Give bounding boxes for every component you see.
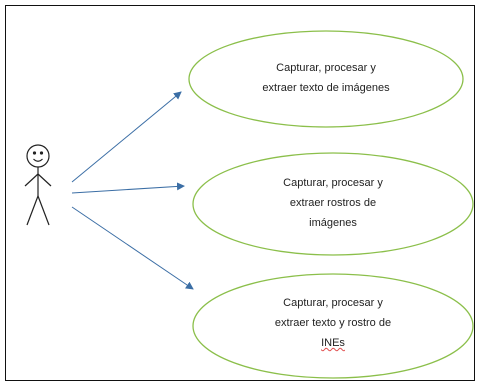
use-case-1-line-1: Capturar, procesar y xyxy=(276,62,376,74)
use-case-ellipse-2 xyxy=(192,152,474,256)
use-case-2-line-3: imágenes xyxy=(309,217,357,229)
actor-leg-right xyxy=(37,195,50,226)
use-case-ellipse-1 xyxy=(188,30,464,128)
actor-head xyxy=(26,144,50,168)
actor-eye-left xyxy=(32,151,37,155)
use-case-ellipse-3 xyxy=(192,273,474,379)
association-arrow-1 xyxy=(71,91,182,183)
actor-arm-left xyxy=(24,173,39,187)
actor-stick-figure-icon xyxy=(24,144,52,226)
actor-leg-left xyxy=(26,195,39,226)
use-case-label-1: Capturar, procesar y extraer texto de im… xyxy=(216,58,436,98)
use-case-1-line-2: extraer texto de imágenes xyxy=(262,82,390,94)
use-case-label-2: Capturar, procesar y extraer rostros de … xyxy=(223,173,443,233)
association-arrow-3 xyxy=(71,206,194,290)
association-arrow-2 xyxy=(71,182,185,194)
use-case-3-line-1: Capturar, procesar y xyxy=(283,297,383,309)
actor-eye-right xyxy=(39,151,44,155)
actor-smile xyxy=(33,158,43,162)
diagram-frame xyxy=(5,5,475,381)
use-case-label-3: Capturar, procesar y extraer texto y ros… xyxy=(223,293,443,353)
use-case-3-line-3: INEs xyxy=(321,337,345,349)
use-case-2-line-1: Capturar, procesar y xyxy=(283,177,383,189)
use-case-2-line-2: extraer rostros de xyxy=(289,197,377,209)
use-case-3-line-2: extraer texto y rostro de xyxy=(274,317,392,329)
actor-arm-right xyxy=(37,173,52,187)
